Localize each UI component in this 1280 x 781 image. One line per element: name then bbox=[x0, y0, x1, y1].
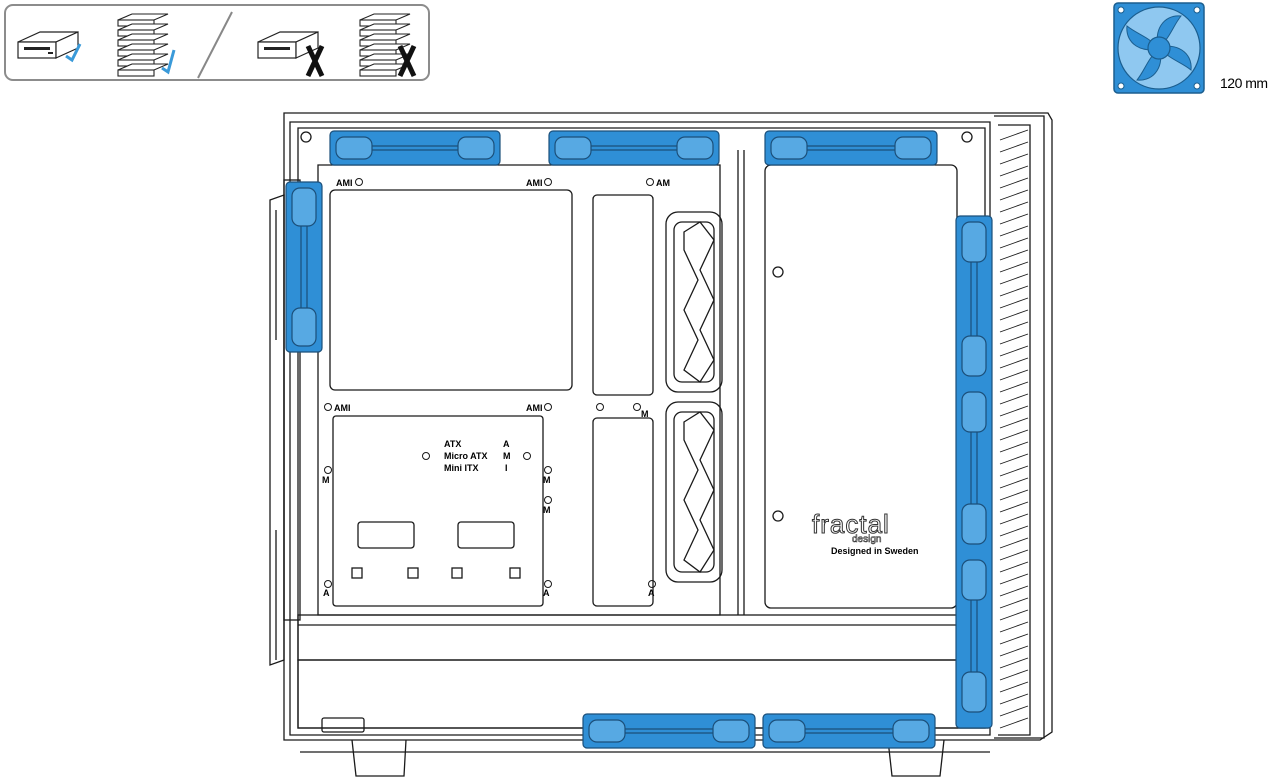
fan-front bbox=[955, 215, 993, 729]
fan-top bbox=[764, 130, 938, 166]
standoff-label: AMI bbox=[334, 403, 351, 413]
drive-support-legend bbox=[4, 4, 430, 81]
standoff-label: A bbox=[543, 588, 550, 598]
fan-rear bbox=[285, 181, 323, 353]
form-factor-code: I bbox=[505, 463, 508, 473]
cable-cutout bbox=[592, 194, 654, 396]
legend-graphics bbox=[17, 11, 417, 79]
standoff-label: AM bbox=[656, 178, 670, 188]
psu-shroud bbox=[297, 614, 989, 661]
form-factor-name: Mini ITX bbox=[444, 463, 479, 473]
cpu-cutout bbox=[329, 189, 573, 391]
drive-cage-stack-icon bbox=[117, 13, 169, 77]
standoff-label: M bbox=[543, 505, 551, 515]
fan-top bbox=[329, 130, 501, 166]
standoff-label: AMI bbox=[526, 178, 543, 188]
fan-reference bbox=[1113, 2, 1205, 99]
drive-cage-stack-icon bbox=[359, 13, 411, 77]
form-factor-name: Micro ATX bbox=[444, 451, 488, 461]
cross-icon bbox=[397, 44, 417, 78]
optical-drive-icon bbox=[257, 31, 319, 59]
form-factor-table: ATX A Micro ATX M Mini ITX I bbox=[444, 439, 511, 473]
standoff-label: M bbox=[641, 409, 649, 419]
optical-drive-icon bbox=[17, 31, 79, 59]
fan-size-label: 120 mm bbox=[1220, 75, 1268, 91]
cross-icon bbox=[305, 44, 325, 78]
standoff-label: M bbox=[543, 475, 551, 485]
fan-bottom bbox=[582, 713, 756, 749]
form-factor-code: M bbox=[503, 451, 511, 461]
cable-cutout bbox=[592, 417, 654, 607]
fan-icon bbox=[1113, 2, 1205, 94]
standoff-label: A bbox=[648, 588, 655, 598]
front-panel bbox=[994, 115, 1045, 739]
fan-bottom bbox=[762, 713, 936, 749]
slash-divider bbox=[197, 11, 233, 79]
standoff-label: A bbox=[323, 588, 330, 598]
case-foot bbox=[351, 739, 407, 777]
form-factor-name: ATX bbox=[444, 439, 461, 449]
brand-logo-text: fractal bbox=[812, 509, 890, 539]
brand-tagline: Designed in Sweden bbox=[831, 546, 919, 556]
brand-logo: fractal design Designed in Sweden bbox=[812, 509, 919, 557]
check-icon bbox=[161, 49, 176, 75]
check-icon bbox=[65, 43, 82, 63]
grommet bbox=[665, 211, 723, 393]
standoff-label: AMI bbox=[526, 403, 543, 413]
fan-top bbox=[548, 130, 720, 166]
brand-logo-subtext: design bbox=[852, 534, 881, 545]
grommet bbox=[665, 401, 723, 583]
front-mesh bbox=[999, 129, 1029, 729]
fan-mounts bbox=[285, 130, 993, 749]
standoff bbox=[324, 178, 656, 588]
form-factor-code: A bbox=[503, 439, 510, 449]
case-foot bbox=[887, 739, 945, 777]
standoff-label: M bbox=[322, 475, 330, 485]
case-outline bbox=[283, 112, 1053, 741]
standoff-label: AMI bbox=[336, 178, 353, 188]
mount-plate bbox=[332, 415, 544, 607]
